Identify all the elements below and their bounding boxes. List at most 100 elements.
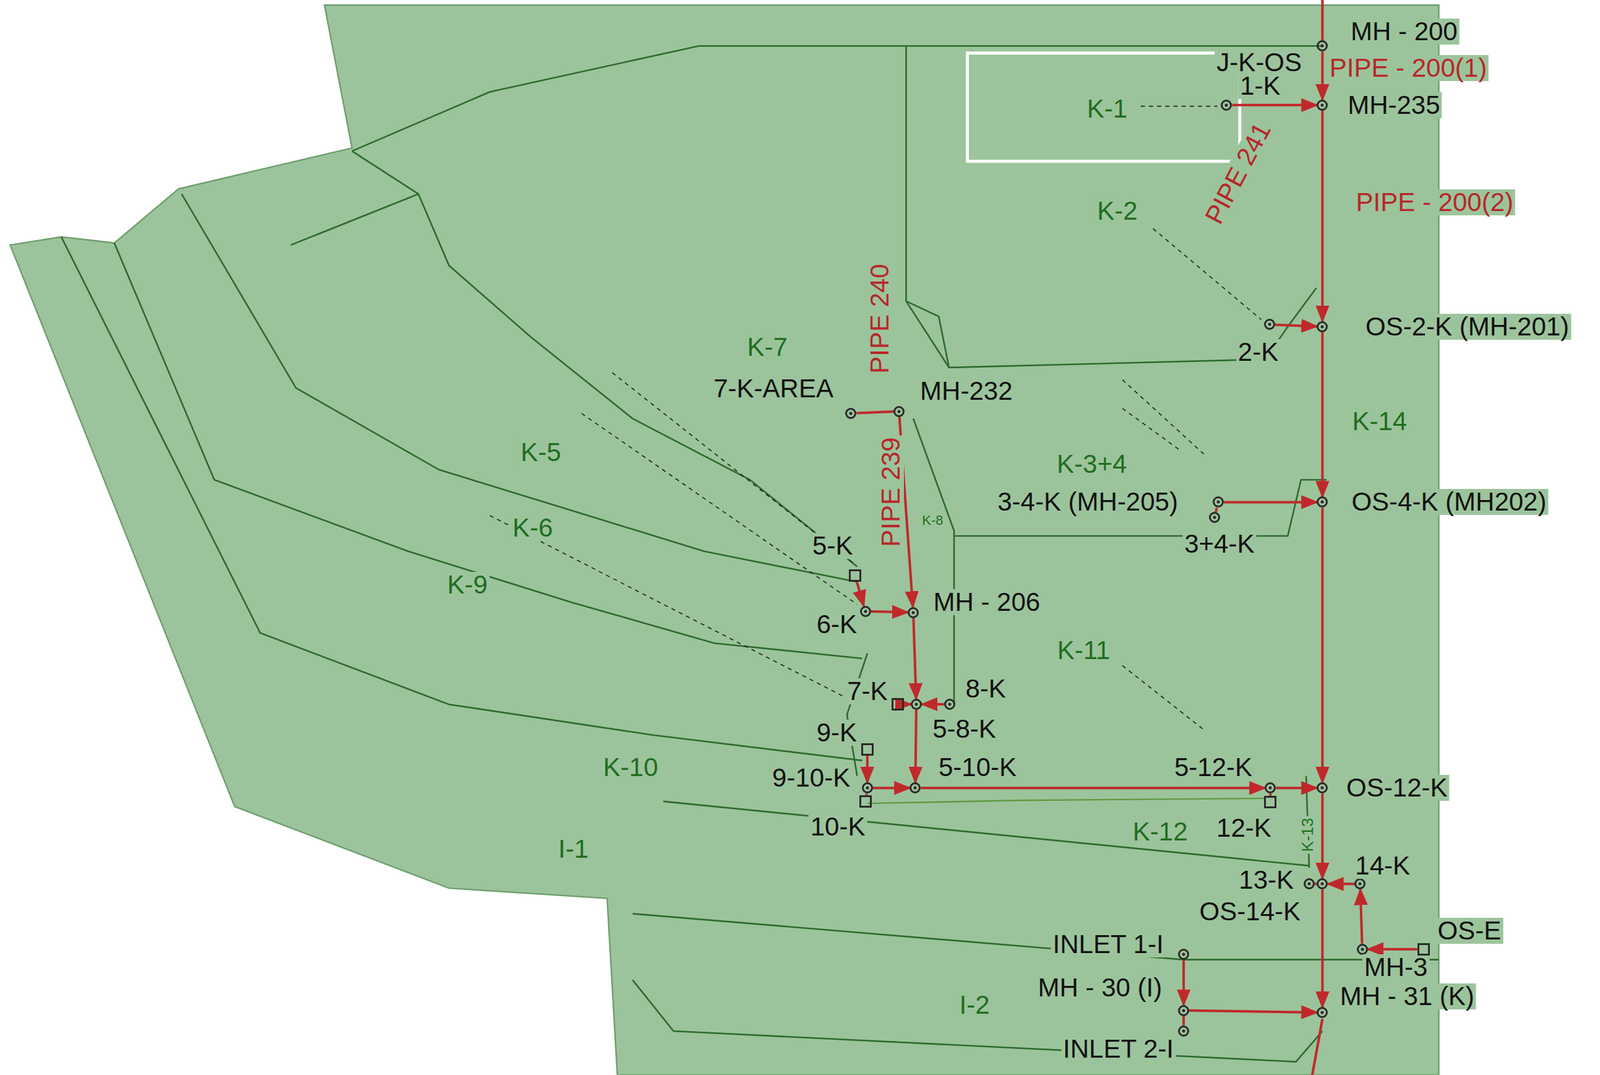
- structure-label: OS-E: [1436, 917, 1504, 944]
- structure-label: 6-K: [814, 611, 859, 638]
- boundary-line: [114, 243, 863, 659]
- pipe-label: PIPE - 200(1): [1327, 55, 1489, 82]
- drainage-area: [9, 4, 1439, 1075]
- pipe-label: PIPE 240: [866, 261, 893, 375]
- subarea-label: K-10: [601, 754, 661, 781]
- pipe-label: PIPE - 200(2): [1354, 189, 1516, 216]
- structure-label: 3-4-K (MH-205): [995, 488, 1180, 515]
- storm-pipe: [1320, 793, 1324, 878]
- inlet-structure: 10-K: [859, 795, 872, 808]
- subarea-label: K-6: [510, 514, 555, 541]
- manhole-structure: 3-4-K (MH-205): [1212, 496, 1224, 508]
- boundary-line: [632, 980, 1323, 1062]
- gutter-line: [867, 798, 1266, 804]
- storm-pipe: [866, 755, 869, 783]
- manhole-structure: 7-K-AREA: [845, 407, 857, 419]
- subarea-label: K-14: [1350, 408, 1409, 435]
- manhole-structure: 13-K: [1303, 877, 1315, 890]
- boundary-line: [906, 45, 1317, 368]
- storm-pipe: [1275, 786, 1317, 789]
- structure-label: 14-K: [1353, 852, 1412, 879]
- structure-label: OS-2-K (MH-201): [1363, 313, 1571, 340]
- storm-pipe: [915, 709, 916, 783]
- leader-line: [1153, 228, 1262, 320]
- boundary-line: [61, 236, 863, 761]
- structure-label: 2-K: [1236, 339, 1281, 366]
- structure-label: 12-K: [1214, 814, 1274, 841]
- storm-pipe: [1320, 507, 1324, 783]
- inlet-structure: 7-K: [891, 697, 904, 711]
- leader-line: [1140, 105, 1218, 108]
- manhole-structure: MH-3: [1356, 943, 1368, 955]
- storm-pipe: [1189, 1010, 1317, 1013]
- storm-pipe: [920, 786, 1265, 789]
- storm-pipe: [1215, 507, 1218, 512]
- structure-label: 10-K: [808, 813, 868, 840]
- manhole-structure: 2-K: [1264, 318, 1276, 330]
- boundary-line: [954, 479, 1327, 536]
- structure-label: 8-K: [963, 675, 1008, 702]
- storm-pipe: [873, 786, 911, 789]
- pipe-label: PIPE 239: [877, 434, 904, 549]
- storm-pipe: [1231, 103, 1317, 107]
- manhole-structure: 5-12-K: [1264, 782, 1276, 794]
- manhole-structure: MH - 206: [907, 606, 919, 619]
- structure-label: 5-K: [810, 532, 855, 559]
- leader-line: [1122, 408, 1179, 450]
- manhole-structure: MH-232: [893, 405, 905, 418]
- manhole-structure: 6-K: [860, 605, 872, 617]
- boundary-line: [352, 45, 1323, 151]
- storm-pipe: [921, 702, 945, 706]
- leader-line: [581, 413, 857, 604]
- boundary-line: [632, 913, 1440, 960]
- storm-pipe: [856, 411, 894, 414]
- pipe-run: [1320, 0, 1324, 41]
- storm-pipe: [871, 611, 909, 612]
- subarea-label: K-12: [1131, 818, 1190, 845]
- pipe-label: PIPE 241: [1199, 117, 1276, 231]
- subarea-boundaries: [61, 45, 1439, 1062]
- subarea-label: K-3+4: [1054, 451, 1129, 478]
- manhole-structure: MH - 31 (K): [1316, 1006, 1328, 1018]
- storm-pipe: [1223, 500, 1317, 504]
- subarea-label: K-9: [445, 571, 490, 598]
- structure-label: 5-12-K: [1172, 754, 1255, 781]
- manhole-structure: OS-14-K: [1316, 877, 1328, 890]
- building-outline: [967, 53, 1240, 162]
- subarea-label: K-7: [745, 334, 790, 361]
- storm-pipe: [1360, 889, 1363, 944]
- pipe-run: [1312, 1018, 1323, 1075]
- boundary-line: [181, 193, 858, 582]
- storm-pipe: [1182, 959, 1185, 1005]
- subarea-label: K-13: [1299, 816, 1316, 854]
- inlet-structure: 9-K: [861, 743, 874, 756]
- boundary-line: [663, 801, 1310, 866]
- storm-pipe: [1320, 889, 1324, 1007]
- storm-pipe: [1327, 882, 1355, 885]
- structure-label: MH - 206: [931, 589, 1042, 616]
- storm-pipe: [856, 581, 864, 606]
- leader-line: [490, 515, 860, 705]
- storm-pipe: [903, 702, 911, 706]
- manhole-structure: OS-2-K (MH-201): [1316, 321, 1328, 333]
- manhole-structure: MH - 200J-K-OS: [1316, 40, 1328, 52]
- structure-label: MH - 200: [1348, 18, 1460, 45]
- leader-line: [1122, 379, 1205, 455]
- manhole-structure: MH-235: [1316, 99, 1328, 111]
- boundary-line: [290, 193, 419, 245]
- structure-label: 9-10-K: [770, 764, 852, 791]
- manhole-structure: 3+4-K: [1208, 511, 1221, 523]
- leader-lines: [490, 106, 1262, 731]
- manhole-structure: INLET 2-I: [1178, 1025, 1190, 1037]
- structure-label: MH - 30 (I): [1036, 974, 1165, 1001]
- manhole-structure: 5-8-K: [910, 698, 922, 710]
- subarea-label: K-5: [518, 439, 563, 466]
- storm-pipe: [913, 618, 916, 699]
- structure-label: 5-10-K: [936, 754, 1019, 781]
- structure-label: INLET 1-I: [1051, 931, 1166, 958]
- leader-line: [1122, 665, 1205, 731]
- storm-pipe: [1367, 947, 1418, 951]
- inlet-structure: 12-K: [1264, 795, 1277, 809]
